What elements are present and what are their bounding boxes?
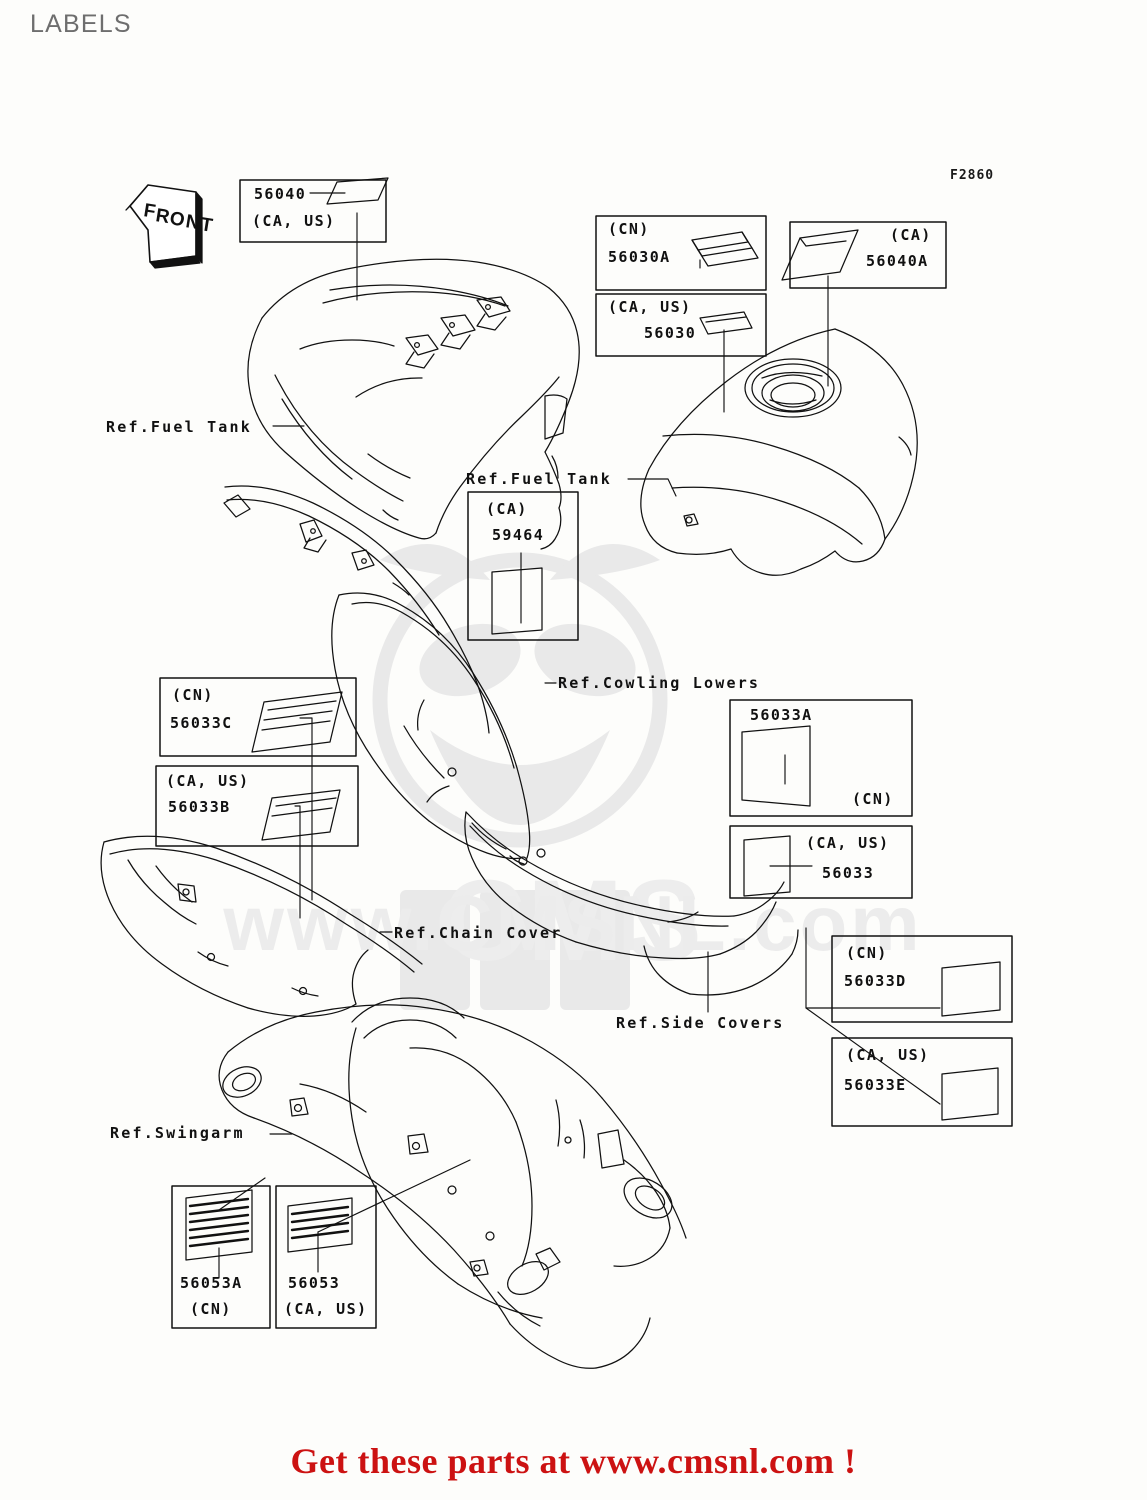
label-shape-56033e bbox=[941, 1067, 999, 1121]
label-shape-56040 bbox=[326, 177, 389, 205]
market-56030a: (CN) bbox=[608, 220, 650, 238]
box-56030a bbox=[595, 215, 767, 291]
market-56033c: (CN) bbox=[172, 686, 214, 704]
label-shape-56030 bbox=[699, 311, 753, 335]
market-56053a: (CN) bbox=[190, 1300, 232, 1318]
part-number-56040a: 56040A bbox=[866, 252, 929, 270]
part-number-56033: 56033 bbox=[822, 864, 875, 882]
box-56033a bbox=[729, 699, 913, 817]
part-number-56033c: 56033C bbox=[170, 714, 233, 732]
part-number-56033e: 56033E bbox=[844, 1076, 907, 1094]
box-56040a bbox=[789, 221, 947, 289]
front-arrow-icon: F R O N T bbox=[125, 184, 214, 269]
part-number-56030: 56030 bbox=[644, 324, 697, 342]
market-56033: (CA, US) bbox=[806, 834, 890, 852]
label-shape-56053a bbox=[185, 1189, 253, 1261]
part-number-56040: 56040 bbox=[254, 185, 307, 203]
box-56033b bbox=[155, 765, 359, 847]
ref-side-covers-label: Ref.Side Covers bbox=[616, 1014, 785, 1032]
part-number-56033b: 56033B bbox=[168, 798, 231, 816]
market-56040a: (CA) bbox=[890, 226, 932, 244]
label-shape-56033 bbox=[743, 835, 791, 897]
svg-text:F: F bbox=[142, 200, 157, 223]
upper-cowling-drawing bbox=[247, 258, 580, 550]
box-56033d bbox=[831, 935, 1013, 1023]
swingarm-drawing bbox=[218, 997, 687, 1369]
cowling-lower-left-drawing bbox=[223, 485, 490, 734]
ref-fuel-tank-right-label: Ref.Fuel Tank bbox=[466, 470, 612, 488]
part-box-outlines bbox=[155, 179, 1013, 1329]
label-shape-56033a bbox=[741, 725, 811, 807]
ref-cowling-lowers-label: Ref.Cowling Lowers bbox=[558, 674, 761, 692]
market-56033e: (CA, US) bbox=[846, 1046, 930, 1064]
chain-cover-drawing bbox=[100, 835, 423, 1017]
svg-text:T: T bbox=[199, 214, 214, 237]
part-number-56033a: 56033A bbox=[750, 706, 813, 724]
side-cover-drawing bbox=[464, 811, 799, 996]
label-shape-59464 bbox=[491, 567, 543, 635]
box-59464 bbox=[467, 491, 579, 641]
svg-text:O: O bbox=[168, 208, 186, 231]
ref-swingarm-label: Ref.Swingarm bbox=[110, 1124, 245, 1142]
box-56030 bbox=[595, 293, 767, 357]
box-56053 bbox=[275, 1185, 377, 1329]
svg-text:CMS: CMS bbox=[442, 857, 704, 985]
box-56053a bbox=[171, 1185, 271, 1329]
svg-text:R: R bbox=[154, 205, 171, 228]
part-number-56053a: 56053A bbox=[180, 1274, 243, 1292]
diagram-code: F2860 bbox=[950, 168, 995, 183]
fuel-tank-drawing bbox=[640, 328, 918, 576]
ref-chain-cover-label: Ref.Chain Cover bbox=[394, 924, 563, 942]
box-56040 bbox=[239, 179, 387, 243]
market-56033a: (CN) bbox=[852, 790, 894, 808]
part-number-56033d: 56033D bbox=[844, 972, 907, 990]
market-56033b: (CA, US) bbox=[166, 772, 250, 790]
market-56040: (CA, US) bbox=[252, 212, 336, 230]
label-shape-56033d bbox=[941, 961, 1001, 1017]
ref-fuel-tank-left-label: Ref.Fuel Tank bbox=[106, 418, 252, 436]
leader-lines bbox=[218, 192, 941, 1279]
part-number-59464: 59464 bbox=[492, 526, 545, 544]
part-number-56053: 56053 bbox=[288, 1274, 341, 1292]
market-56053: (CA, US) bbox=[284, 1300, 368, 1318]
label-shape-56030a bbox=[691, 231, 753, 257]
footer-cta: Get these parts at www.cmsnl.com ! bbox=[290, 1441, 857, 1481]
svg-text:N: N bbox=[184, 211, 201, 234]
label-shape-56033b bbox=[261, 789, 341, 841]
page-title: LABELS bbox=[30, 10, 132, 38]
label-shape-56053 bbox=[287, 1197, 353, 1253]
market-56033d: (CN) bbox=[846, 944, 888, 962]
box-56033 bbox=[729, 825, 913, 899]
market-59464: (CA) bbox=[486, 500, 528, 518]
tail-cowl-drawing bbox=[331, 592, 546, 860]
box-56033e bbox=[831, 1037, 1013, 1127]
box-56033c bbox=[159, 677, 357, 757]
market-56030: (CA, US) bbox=[608, 298, 692, 316]
label-shapes bbox=[185, 177, 1001, 1261]
part-number-56030a: 56030A bbox=[608, 248, 671, 266]
label-shape-56040a bbox=[781, 229, 859, 281]
label-shape-56033c bbox=[251, 691, 343, 753]
